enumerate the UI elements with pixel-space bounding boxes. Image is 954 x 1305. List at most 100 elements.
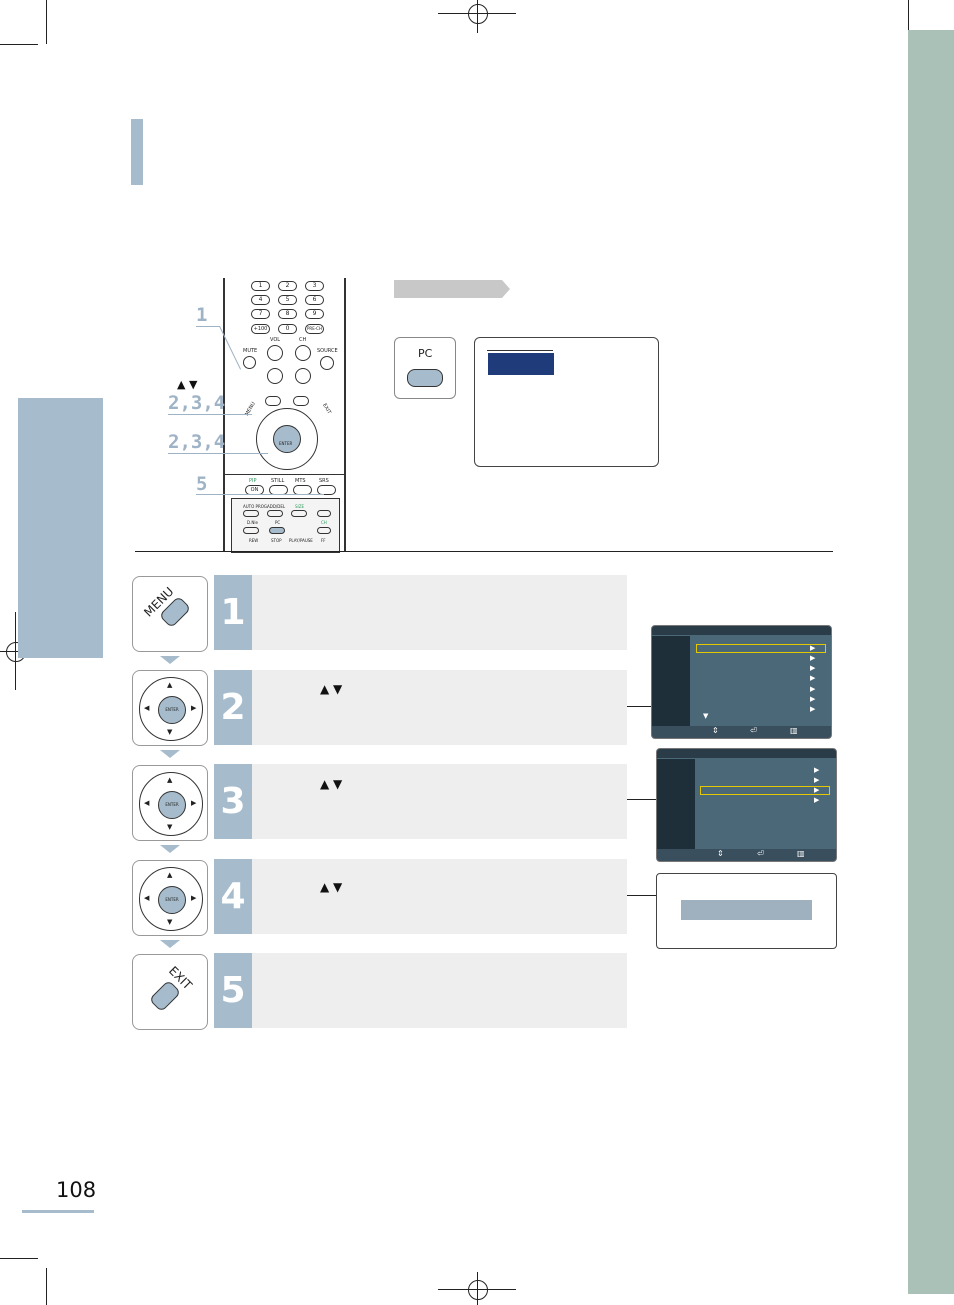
step-text-box (252, 670, 627, 745)
key-2: 2 (278, 281, 297, 291)
mute-label: MUTE (243, 348, 258, 354)
key-plus100: +100 (251, 324, 270, 334)
exit-button-icon: EXIT (132, 954, 208, 1030)
submenu-arrow-icon: ▶ (810, 685, 816, 693)
dpad: ENTER ▲ ▼ ◀ ▶ (139, 772, 203, 836)
menu-key (265, 396, 281, 406)
autoprog-key (243, 510, 259, 517)
page-number: 108 (56, 1178, 97, 1202)
mute-button (243, 356, 256, 369)
move-icon: ⇕ (717, 849, 724, 858)
registration-mark (0, 651, 30, 652)
enter-center: ENTER (158, 696, 186, 724)
down-arrow-icon: ▼ (167, 728, 173, 736)
key-4: 4 (251, 295, 270, 305)
registration-mark (468, 1280, 488, 1300)
pip-label: PIP (249, 478, 257, 484)
title-accent-bar (131, 119, 143, 185)
result-progress-bar (681, 900, 812, 920)
down-arrow-icon: ▼ (167, 823, 173, 831)
key-0: 0 (278, 324, 297, 334)
up-arrow-icon: ▲ (167, 776, 173, 784)
key-8: 8 (278, 309, 297, 319)
source-button (320, 356, 334, 370)
step-arrow (160, 750, 180, 758)
step-arrow (160, 845, 180, 853)
enter-center: ENTER (158, 791, 186, 819)
crop-mark (908, 0, 909, 30)
enter-icon: ⏎ (757, 849, 764, 858)
ff-label: FF (321, 538, 326, 543)
dnie-label: D.Nle (247, 520, 258, 525)
right-arrow-icon: ▶ (191, 799, 197, 807)
menu-selection-highlight (700, 786, 830, 795)
menu-selection-highlight (696, 644, 826, 653)
dpad: ENTER ▲ ▼ ◀ ▶ (139, 867, 203, 931)
enter-pad-icon: ENTER ▲ ▼ ◀ ▶ (132, 765, 208, 841)
callout-line (196, 326, 220, 327)
step-number: 5 (214, 953, 252, 1028)
ch-up-button (295, 345, 311, 361)
pc-button-illustration: PC (394, 337, 456, 399)
mts-label: MTS (295, 478, 306, 484)
section-divider (135, 551, 833, 552)
down-arrow-icon: ▼ (167, 918, 173, 926)
key-9: 9 (305, 309, 324, 319)
source-label: SOURCE (317, 348, 338, 354)
step-number: 1 (214, 575, 252, 650)
tv-menu-screen-main: ▶ ▶ ▶ ▶ ▶ ▶ ▶ ▼ ⇕ ⏎ ▥ (651, 625, 832, 739)
key-prech: PRE-CH (305, 324, 324, 334)
menu-side-icons (652, 636, 690, 728)
step-updown-text: ▲ ▼ (320, 682, 343, 696)
step-text-box (252, 575, 627, 650)
move-icon: ⇕ (712, 726, 719, 735)
step-arrow (160, 656, 180, 664)
connector-line (627, 895, 656, 896)
step-number: 3 (214, 764, 252, 839)
callout-line (168, 453, 268, 454)
playpause-label: PLAY/PAUSE (289, 538, 313, 543)
side-color-bar (908, 30, 954, 1294)
adddel-label: ADD/DEL (267, 504, 286, 509)
result-screen (656, 873, 837, 949)
right-arrow-icon: ▶ (191, 704, 197, 712)
crop-mark (0, 1258, 38, 1259)
page-number-underline (22, 1210, 94, 1213)
menu-icon: ▥ (797, 849, 805, 858)
key-3: 3 (305, 281, 324, 291)
callout-steps-234-a: 2,3,4 (168, 392, 226, 414)
registration-mark (468, 4, 488, 24)
remote-divider (225, 474, 344, 475)
tv-menu-screen-sub: ▶ ▶ ▶ ▶ ⇕ ⏎ ▥ (656, 748, 837, 862)
pc-source-screen (474, 337, 659, 467)
pc-button-label: PC (418, 347, 433, 360)
exit-label: EXIT (321, 402, 332, 416)
crop-mark (46, 0, 47, 44)
crop-mark (0, 44, 38, 45)
step-text-box (252, 859, 627, 934)
ch-sub-label: CH (321, 520, 327, 525)
submenu-arrow-icon: ▶ (810, 695, 816, 703)
stop-label: STOP (271, 538, 282, 543)
ch-down-button (295, 368, 311, 384)
enter-label: ENTER (279, 441, 293, 446)
pc-label: PC (275, 520, 281, 525)
remote-lower-panel (231, 498, 340, 553)
menu-title-bar (652, 626, 831, 635)
enter-pad-icon: ENTER ▲ ▼ ◀ ▶ (132, 670, 208, 746)
enter-button (273, 425, 301, 453)
callout-step-5: 5 (196, 473, 208, 495)
pc-key (269, 527, 285, 534)
registration-mark (477, 0, 478, 33)
dpad: ENTER ▲ ▼ ◀ ▶ (139, 677, 203, 741)
menu-side-icons (657, 759, 695, 851)
menu-button-icon: MENU (132, 576, 208, 652)
enter-pad-icon: ENTER ▲ ▼ ◀ ▶ (132, 860, 208, 936)
step-text-box (252, 764, 627, 839)
submenu-arrow-icon: ▶ (814, 786, 820, 794)
enter-center: ENTER (158, 886, 186, 914)
right-arrow-icon: ▶ (191, 894, 197, 902)
still-label: STILL (271, 478, 285, 484)
submenu-arrow-icon: ▶ (814, 766, 820, 774)
rew-label: REW (249, 538, 259, 543)
